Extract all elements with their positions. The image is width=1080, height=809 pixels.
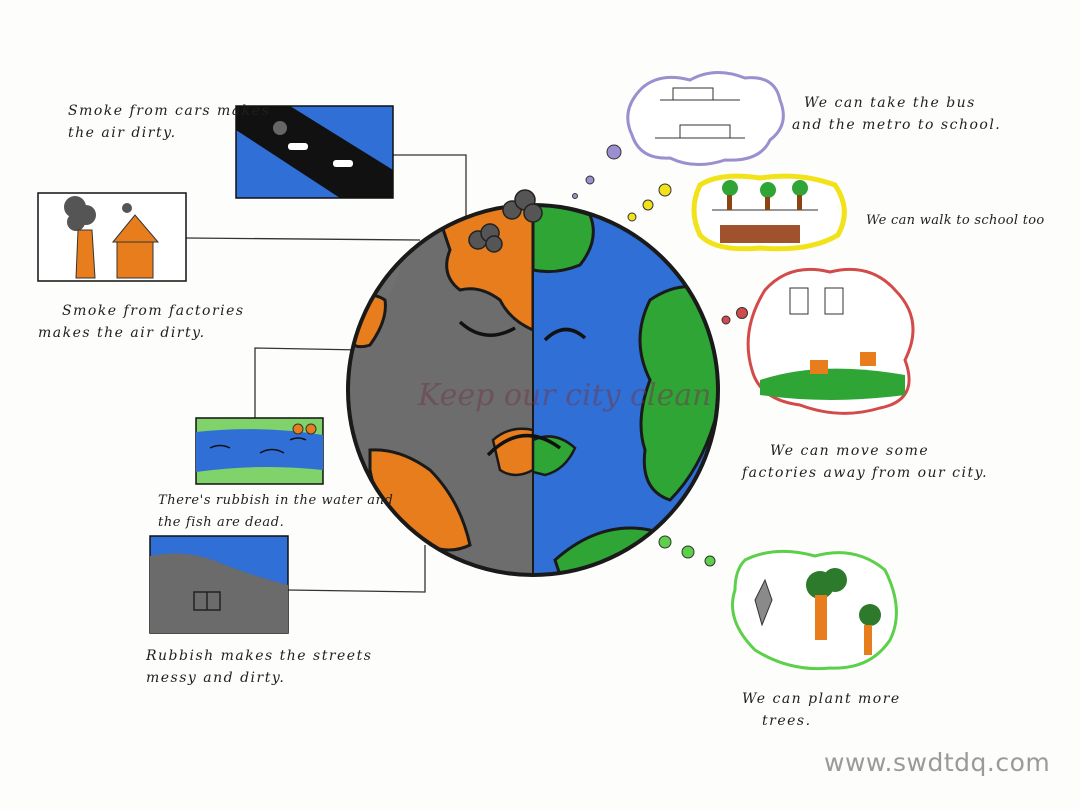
caption-line: We can move some <box>770 443 930 459</box>
caption-bus-metro: We can take the bus and the metro to sch… <box>792 92 1001 136</box>
caption-line: We can take the bus <box>804 95 976 111</box>
caption-dirty-streets: Rubbish makes the streets messy and dirt… <box>146 645 372 689</box>
caption-line: factories away from our city. <box>742 465 989 481</box>
thought-bubble-bus <box>572 71 785 199</box>
panel-car-smoke <box>235 105 394 199</box>
caption-dirty-water: There's rubbish in the water and the fis… <box>158 490 393 534</box>
caption-line: Smoke from factories <box>62 303 245 319</box>
caption-line: Smoke from cars makes <box>68 103 271 119</box>
smoke-cloud <box>468 189 543 253</box>
polluted-land-center <box>491 427 533 477</box>
caption-line: and the metro to school. <box>792 117 1002 133</box>
caption-line: the air dirty. <box>68 125 177 141</box>
sad-eye-left <box>458 320 516 337</box>
panel-dirty-water <box>195 417 324 485</box>
caption-move-factories: We can move some factories away from our… <box>742 440 988 484</box>
caption-line: There's rubbish in the water and <box>158 493 394 508</box>
thought-bubble-walk <box>627 173 847 252</box>
caption-car-smoke: Smoke from cars makes the air dirty. <box>68 100 270 144</box>
caption-walk: We can walk to school too <box>866 210 1045 232</box>
caption-factory-smoke: Smoke from factories makes the air dirty… <box>38 300 245 344</box>
thought-bubble-trees <box>658 535 898 671</box>
caption-line: Rubbish makes the streets <box>146 648 373 664</box>
caption-line: makes the air dirty. <box>38 325 206 341</box>
caption-line: the fish are dead. <box>158 515 285 530</box>
frown-mouth <box>486 433 562 457</box>
panel-dirty-streets <box>149 535 289 634</box>
caption-line: We can walk to school too <box>866 213 1045 228</box>
slogan: Keep our city clean <box>418 378 712 413</box>
thought-bubble-factories <box>721 267 915 415</box>
watermark: www.swdtdq.com <box>824 748 1051 777</box>
panel-factory-smoke <box>37 192 187 282</box>
green-land-bottom <box>533 435 577 477</box>
connector-lines <box>185 154 467 593</box>
caption-line: trees. <box>762 713 812 729</box>
caption-line: We can plant more <box>742 691 901 707</box>
earth-globe <box>346 189 720 577</box>
caption-plant-trees: We can plant more trees. <box>742 688 901 732</box>
caption-line: messy and dirty. <box>146 670 286 686</box>
sad-eye-right <box>543 327 587 342</box>
